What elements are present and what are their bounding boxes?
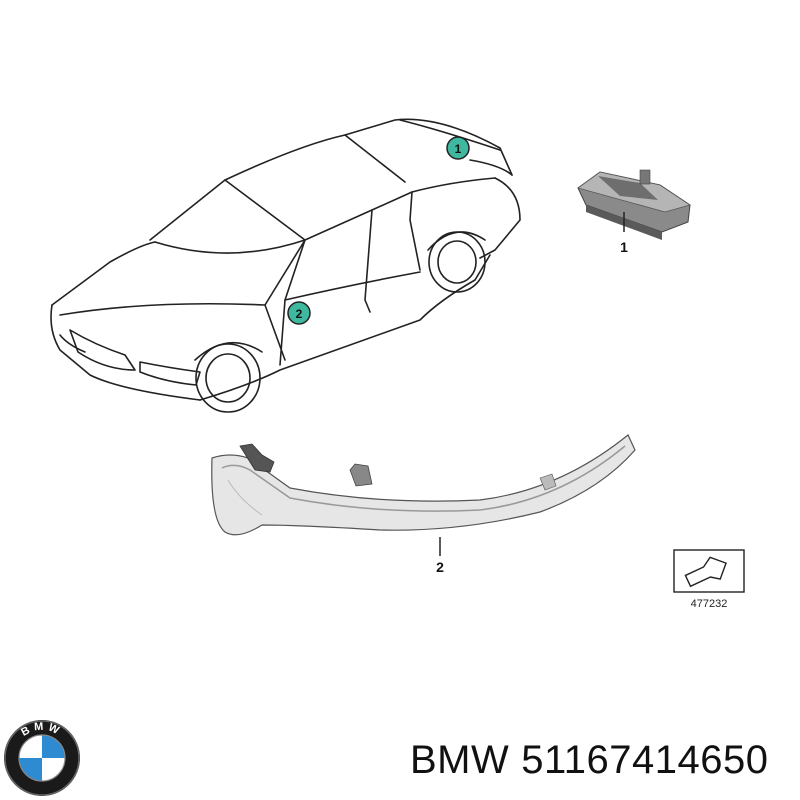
caption-brand: BMW <box>410 738 510 782</box>
view-symbol-code: 477232 <box>691 598 728 610</box>
callout-2-bubble: 2 <box>287 301 311 325</box>
view-arrow-icon <box>684 556 727 588</box>
bmw-logo: BMW <box>4 720 80 796</box>
part-1-label: 1 <box>620 239 628 255</box>
part-1-license-light <box>577 169 691 240</box>
callout-1-bubble: 1 <box>446 136 470 160</box>
part-2-turn-signal <box>211 434 636 556</box>
part-2-label: 2 <box>436 559 444 575</box>
callout-1-label: 1 <box>455 142 462 156</box>
callout-2-label: 2 <box>296 307 303 321</box>
caption-part-number: 51167414650 <box>521 738 769 782</box>
view-symbol <box>673 549 745 593</box>
car-outline <box>50 118 521 413</box>
